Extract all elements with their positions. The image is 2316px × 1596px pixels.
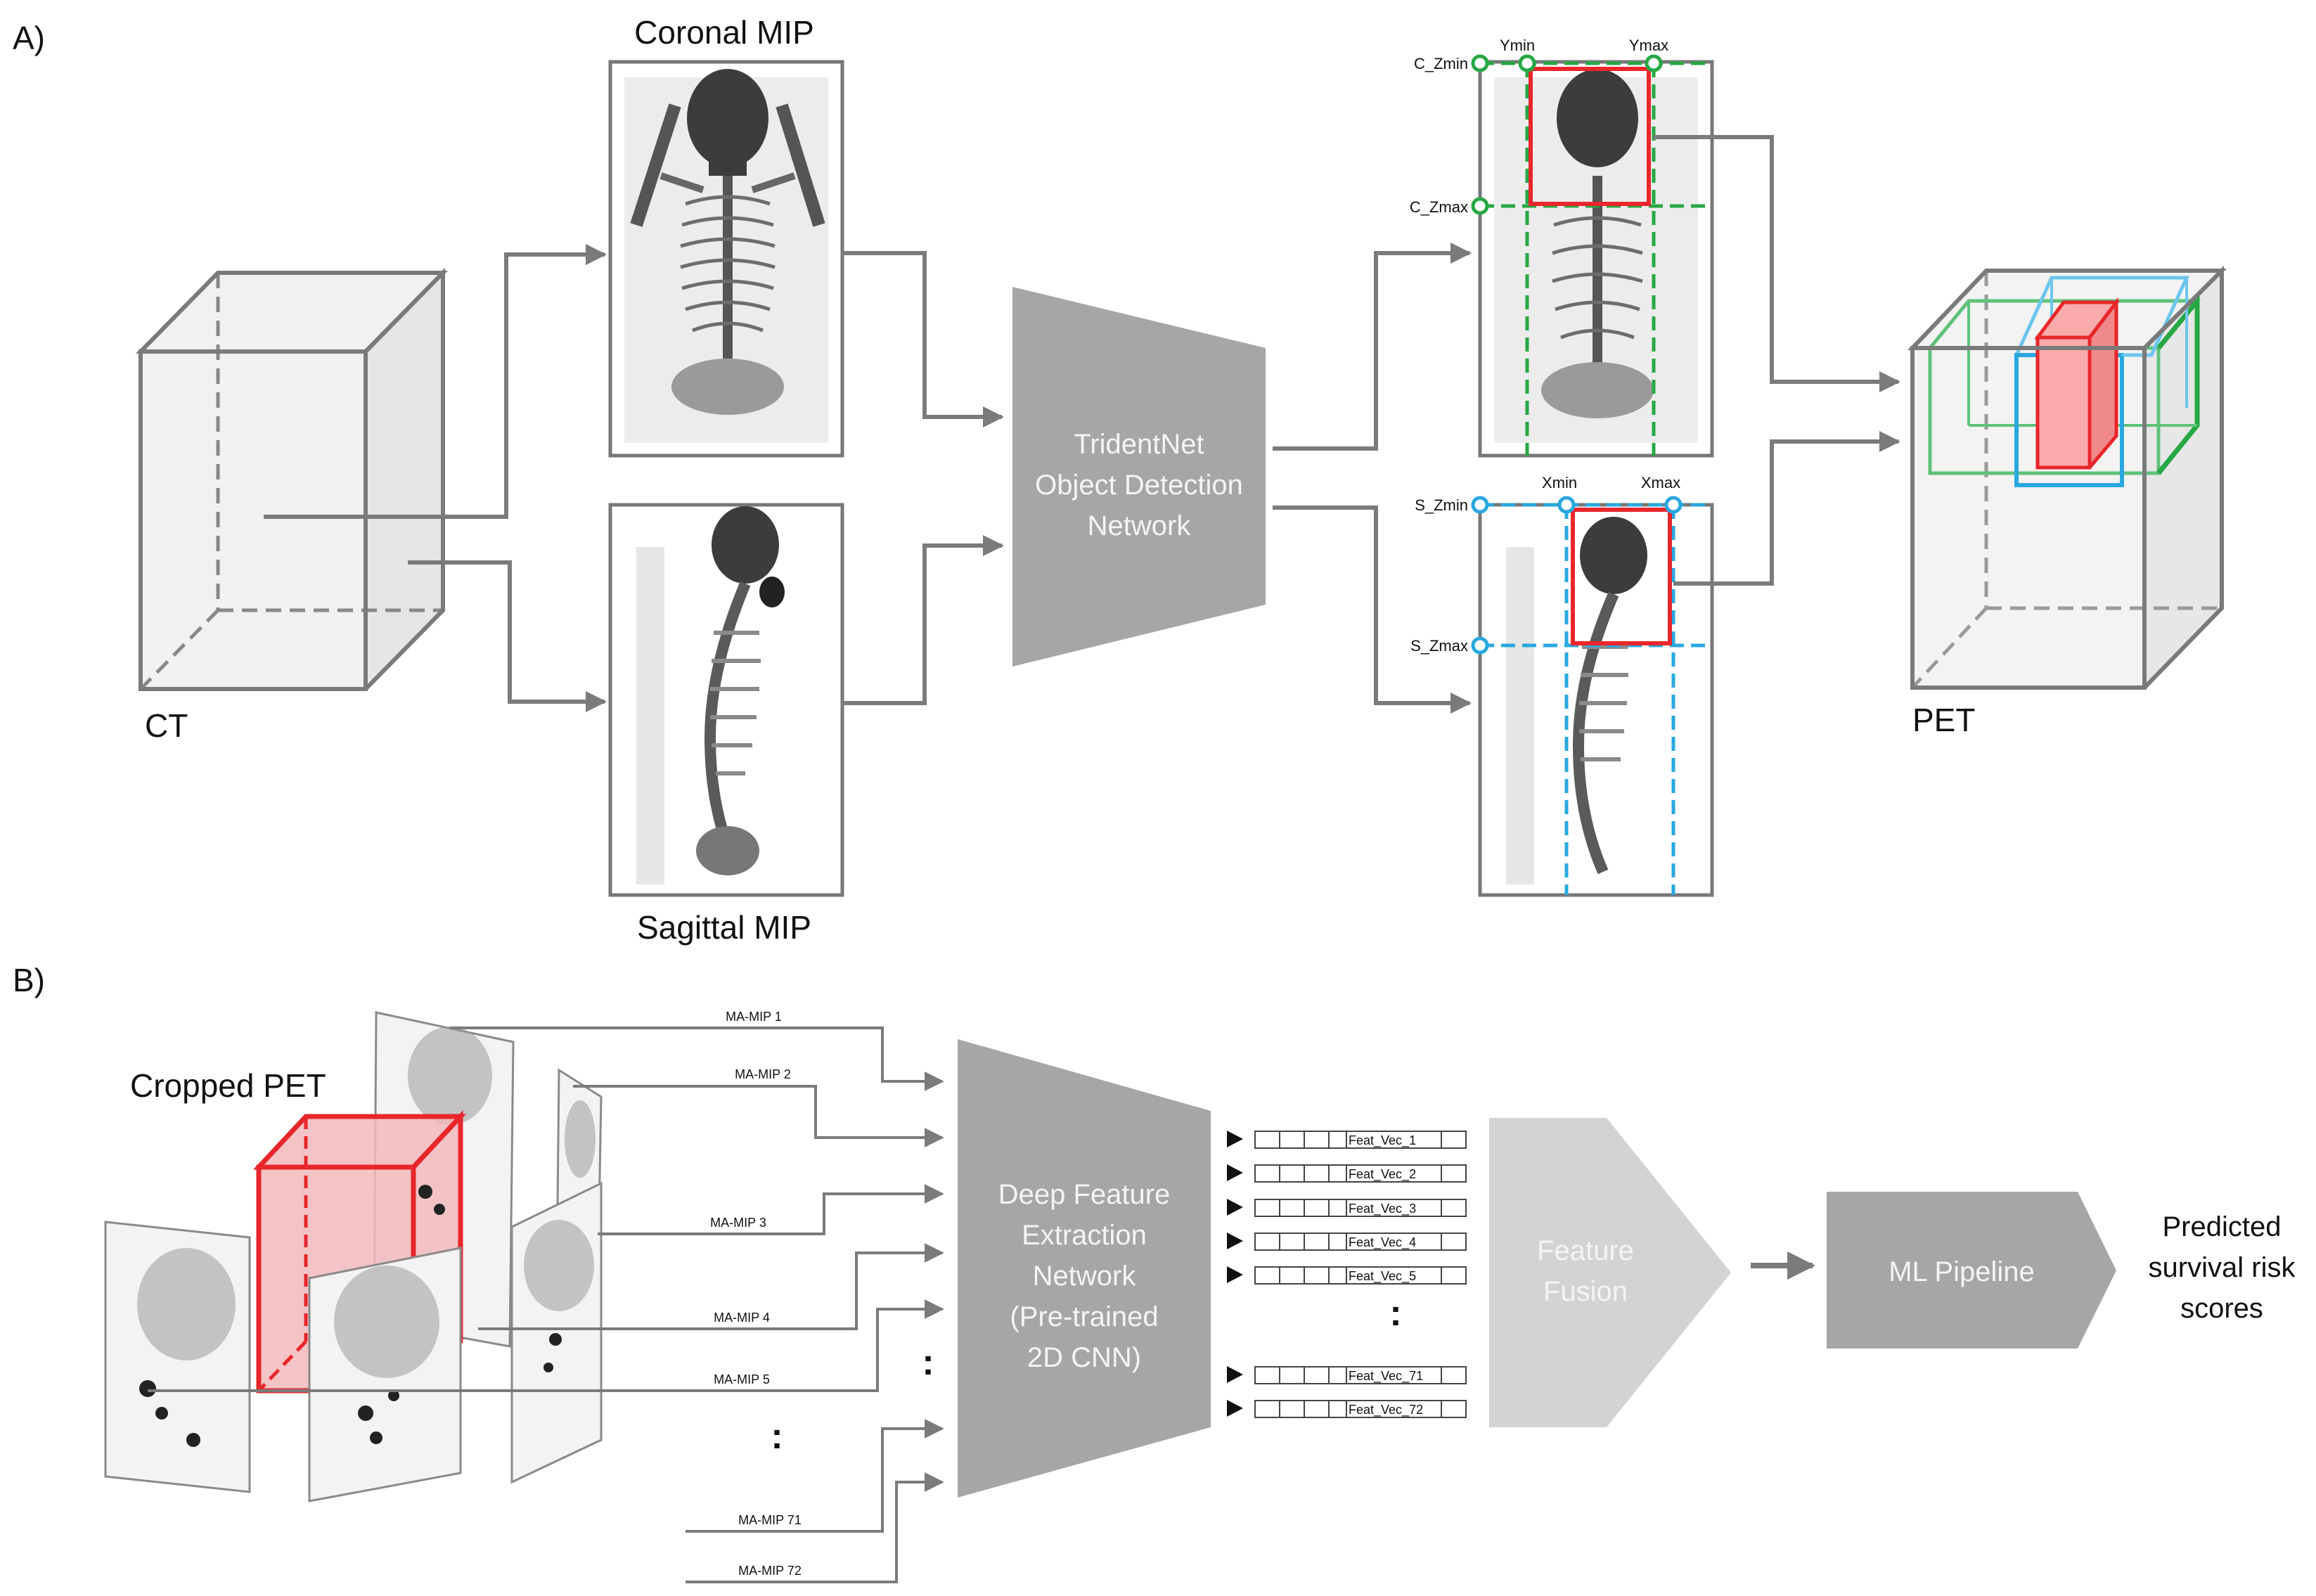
ma-mip-3-label: MA-MIP 3 <box>710 1216 766 1230</box>
fusion-line-2: Fusion <box>1543 1276 1628 1307</box>
pet-label: PET <box>1912 702 1975 738</box>
ma-mip-5-label: MA-MIP 5 <box>714 1372 770 1386</box>
feat-vec-4-label: Feat_Vec_4 <box>1349 1235 1416 1250</box>
feat-vec-2-label: Feat_Vec_2 <box>1349 1167 1416 1182</box>
output-line-1: Predicted <box>2163 1211 2282 1242</box>
arrow-tridentnet-to-coronal-detection <box>1273 243 1472 451</box>
pet-volume <box>1907 265 2227 690</box>
feature-vector-row: Feat_Vec_4 <box>1227 1233 1467 1251</box>
cropped-pet-label: Cropped PET <box>130 1067 326 1104</box>
sagittal-mip-title: Sagittal MIP <box>637 909 811 946</box>
sagittal-mip-image <box>608 503 844 897</box>
arrow-ma-mip-3 <box>598 1184 944 1235</box>
feature-vector-row: Feat_Vec_1 <box>1227 1131 1467 1149</box>
cnn-line-1: Deep Feature <box>998 1179 1171 1210</box>
sagittal-zmax-label: S_Zmax <box>1410 637 1468 655</box>
arrow-tridentnet-to-sagittal-detection <box>1273 506 1472 714</box>
feat-vec-1-label: Feat_Vec_1 <box>1349 1133 1416 1148</box>
ma-mip-1-label: MA-MIP 1 <box>726 1010 782 1024</box>
panel-a-label: A) <box>13 20 45 56</box>
tridentnet-line-2: Object Detection <box>1035 470 1243 501</box>
feature-vector-row: Feat_Vec_71 <box>1227 1366 1467 1384</box>
arrow-ct-to-coronal <box>264 244 607 519</box>
feature-vector-row: Feat_Vec_72 <box>1227 1400 1467 1418</box>
ma-mip-image-stack <box>104 1011 603 1502</box>
arrow-ma-mip-71 <box>686 1419 944 1533</box>
ml-pipeline-block: ML Pipeline <box>1827 1192 2116 1349</box>
arrow-ma-mip-2 <box>573 1085 944 1147</box>
ma-mip-71-label: MA-MIP 71 <box>738 1513 802 1527</box>
coronal-detection-image <box>1471 54 1714 458</box>
arrow-ma-mip-5 <box>148 1299 944 1392</box>
feat-vec-5-label: Feat_Vec_5 <box>1349 1269 1416 1284</box>
feat-vec-3-label: Feat_Vec_3 <box>1349 1202 1416 1216</box>
output-line-3: scores <box>2180 1293 2263 1324</box>
cnn-line-2: Extraction <box>1022 1220 1147 1251</box>
feature-vector-row: Feat_Vec_2 <box>1227 1164 1467 1183</box>
cnn-line-5: 2D CNN) <box>1027 1342 1141 1373</box>
feature-fusion-block: Feature Fusion <box>1489 1118 1731 1427</box>
arrow-coronal-box-to-pet <box>1654 135 1900 392</box>
panel-b-label: B) <box>13 962 45 998</box>
fusion-line-1: Feature <box>1537 1235 1634 1266</box>
sagittal-detection-image <box>1471 496 1714 897</box>
feature-vector-row: Feat_Vec_5 <box>1227 1266 1467 1285</box>
ct-volume <box>135 267 449 691</box>
cnn-line-3: Network <box>1033 1261 1137 1292</box>
arrow-ma-mip-1 <box>450 1027 944 1091</box>
cnn-input-ellipsis: : <box>922 1342 934 1383</box>
coronal-ymin-label: Ymin <box>1500 37 1535 54</box>
arrow-sagittal-box-to-pet <box>1673 431 1900 586</box>
tridentnet-line-3: Network <box>1088 510 1192 541</box>
deep-feature-extraction-block: Deep Feature Extraction Network (Pre-tra… <box>958 1039 1211 1498</box>
coronal-zmin-label: C_Zmin <box>1414 55 1468 72</box>
arrow-ct-to-sagittal <box>408 560 607 712</box>
ma-mip-4-label: MA-MIP 4 <box>714 1311 770 1325</box>
arrow-sagittal-to-tridentnet <box>842 535 1004 705</box>
arrow-coronal-to-tridentnet <box>842 251 1004 427</box>
coronal-mip-image <box>608 60 844 458</box>
feature-vector-row: Feat_Vec_3 <box>1227 1199 1467 1217</box>
coronal-ymax-label: Ymax <box>1629 37 1668 54</box>
feature-vectors-ellipsis: : <box>1389 1293 1401 1334</box>
sagittal-xmax-label: Xmax <box>1641 474 1680 491</box>
arrow-ma-mip-4 <box>478 1243 944 1330</box>
feature-vectors: Feat_Vec_1 Feat_Vec_2 Feat_Vec_3 Feat_Ve… <box>1227 1131 1467 1418</box>
arrow-ma-mip-72 <box>686 1472 944 1583</box>
sagittal-zmin-label: S_Zmin <box>1415 496 1468 514</box>
ct-label: CT <box>145 707 188 744</box>
sagittal-xmin-label: Xmin <box>1542 474 1577 491</box>
tridentnet-line-1: TridentNet <box>1074 429 1204 460</box>
ml-pipeline-label: ML Pipeline <box>1889 1256 2035 1287</box>
cnn-line-4: (Pre-trained <box>1010 1301 1158 1332</box>
coronal-zmax-label: C_Zmax <box>1410 198 1468 216</box>
output-line-2: survival risk <box>2149 1252 2296 1283</box>
ma-mip-2-label: MA-MIP 2 <box>735 1067 791 1081</box>
mip-list-ellipsis: : <box>771 1416 783 1457</box>
coronal-mip-title: Coronal MIP <box>634 14 814 51</box>
ma-mip-72-label: MA-MIP 72 <box>738 1564 802 1578</box>
feat-vec-71-label: Feat_Vec_71 <box>1349 1369 1423 1384</box>
feat-vec-72-label: Feat_Vec_72 <box>1349 1403 1423 1417</box>
tridentnet-network-block: TridentNet Object Detection Network <box>1012 287 1266 667</box>
